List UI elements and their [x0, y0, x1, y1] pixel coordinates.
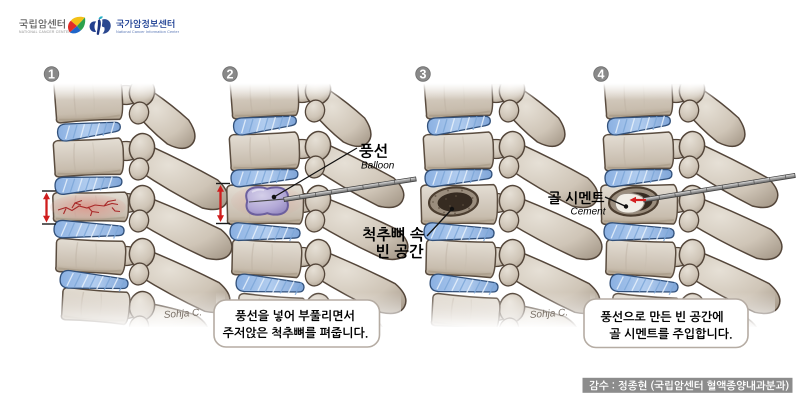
svg-text:Sohja C.: Sohja C.	[529, 307, 568, 321]
svg-text:4: 4	[598, 67, 605, 81]
svg-text:1: 1	[48, 67, 55, 81]
svg-text:Balloon: Balloon	[361, 160, 395, 171]
svg-text:3: 3	[420, 67, 427, 81]
svg-text:Sohja C.: Sohja C.	[163, 307, 202, 321]
svg-text:Cement: Cement	[570, 206, 606, 217]
svg-text:2: 2	[227, 67, 234, 81]
svg-text:NATIONAL CANCER CENTER: NATIONAL CANCER CENTER	[19, 30, 72, 34]
svg-text:National Cancer Information Ce: National Cancer Information Center	[116, 30, 180, 34]
